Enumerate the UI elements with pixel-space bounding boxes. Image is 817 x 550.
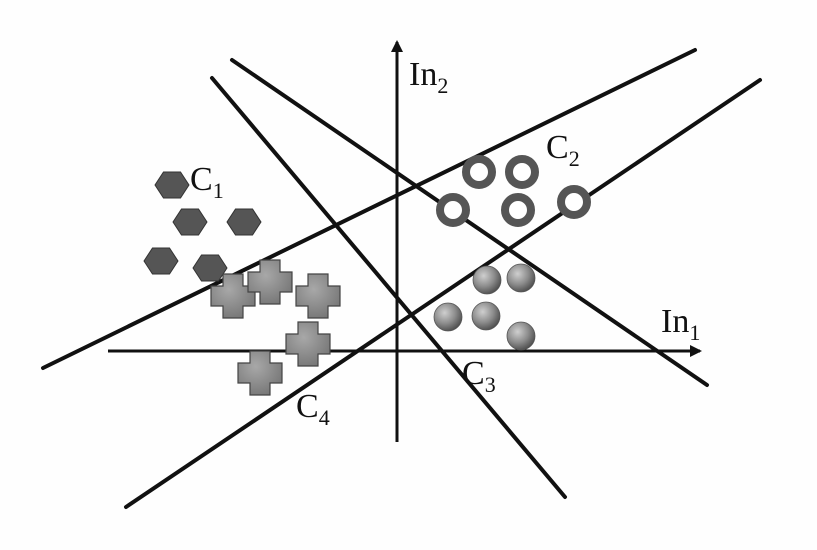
cluster-c1-hexagons [143, 171, 262, 282]
cross-marker [247, 259, 293, 305]
sphere-marker [471, 301, 501, 331]
hexagon-marker [226, 208, 262, 236]
cluster-c1-label: C1 [190, 161, 224, 203]
ring-marker [505, 155, 539, 189]
cross-marker [210, 273, 256, 319]
y-axis-label: In2 [409, 56, 448, 98]
sphere-marker [472, 265, 502, 295]
sphere-marker [506, 263, 536, 293]
cross-marker [237, 350, 283, 396]
sphere-marker [433, 302, 463, 332]
ring-marker [557, 185, 591, 219]
cluster-c2-rings [436, 155, 591, 227]
axes [108, 40, 702, 442]
boundary-line-1 [41, 48, 697, 370]
x-axis-label: In1 [661, 303, 700, 345]
hexagon-marker [154, 171, 190, 199]
cluster-c4-crosses [210, 259, 341, 396]
ring-marker [436, 193, 470, 227]
boundary-lines [41, 48, 762, 509]
boundary-line-4 [210, 76, 567, 499]
cluster-c2-label: C2 [546, 129, 580, 171]
hexagon-marker [143, 247, 179, 275]
cluster-c3-label: C3 [462, 355, 496, 397]
cross-marker [295, 273, 341, 319]
hexagon-marker [192, 254, 228, 282]
cluster-c3-spheres [433, 263, 536, 351]
boundary-line-2 [124, 78, 762, 509]
ring-marker [501, 193, 535, 227]
boundary-line-3 [230, 58, 709, 387]
hexagon-marker [172, 208, 208, 236]
cluster-c4-label: C4 [296, 388, 330, 430]
ring-marker [462, 155, 496, 189]
sphere-marker [506, 321, 536, 351]
cross-marker [285, 321, 331, 367]
